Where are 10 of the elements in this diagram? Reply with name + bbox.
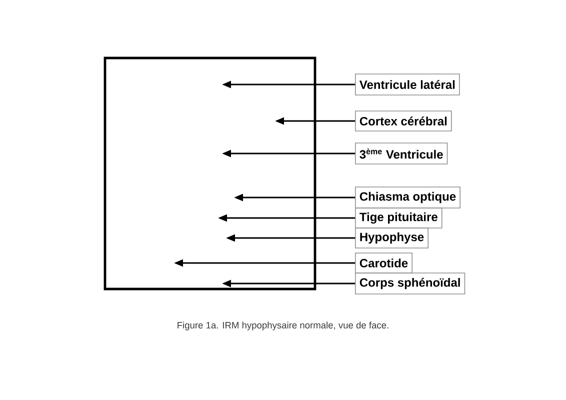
label-box: Cortex cérébral <box>355 110 452 132</box>
image-frame <box>104 56 316 290</box>
label-box: 3$^{ème}$ Ventricule <box>355 142 448 164</box>
label-box: Carotide <box>355 252 412 274</box>
caption: Figure 1a. IRM hypophysaire normale, vue de face. <box>178 322 388 330</box>
label-box: Tige pituitaire <box>355 208 442 228</box>
label-box: Chiasma optique <box>355 186 460 208</box>
label-box: Ventricule latéral <box>355 74 460 96</box>
label-box: Hypophyse <box>355 228 428 248</box>
label-box: Corps sphénoïdal <box>355 272 466 294</box>
